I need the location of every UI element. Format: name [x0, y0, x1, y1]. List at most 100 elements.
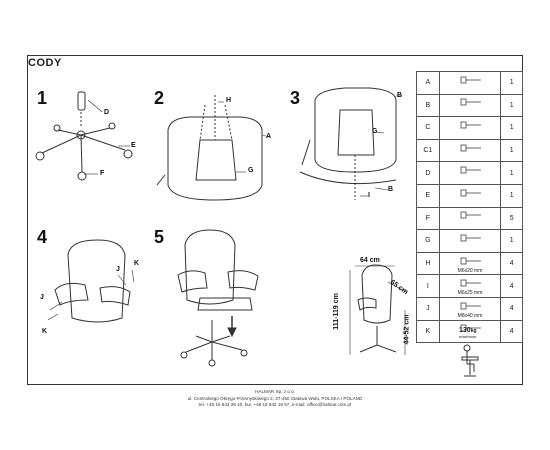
- step1-base-drawing: [35, 91, 133, 181]
- part-icon: [460, 144, 481, 151]
- part-quantity: 1: [500, 138, 523, 163]
- step5-chair-drawing: [177, 229, 259, 367]
- part-picture: M8x40 mm: [438, 296, 502, 321]
- dimension-chair-drawing: [349, 264, 407, 355]
- part-icon: [460, 76, 481, 84]
- part-size: M6x25 mm: [457, 290, 483, 297]
- part-picture: [438, 206, 502, 231]
- part-icon: [460, 279, 481, 287]
- product-title: CODY: [28, 57, 62, 69]
- callout-a: A: [266, 133, 272, 140]
- footer-company: HALMAR Sp. z o.o.: [255, 389, 295, 394]
- callout-f: F: [100, 170, 105, 177]
- dimension-seat-height: 44-52 cm: [403, 314, 411, 345]
- part-code: D: [416, 161, 440, 185]
- max-weight-value: 130: [459, 327, 471, 334]
- dimension-height: 111-119 cm: [332, 293, 340, 330]
- part-size: M6x20 mm: [457, 267, 483, 274]
- part-code: H: [416, 251, 440, 276]
- part-code: K: [416, 319, 440, 344]
- parts-row: H M6x20 mm 4: [416, 251, 523, 276]
- part-quantity: 1: [500, 93, 523, 118]
- part-quantity: 4: [500, 319, 523, 344]
- part-icon: [460, 189, 481, 197]
- part-icon: [460, 257, 481, 264]
- part-icon: [460, 234, 481, 242]
- callout-k-right: K: [134, 260, 140, 267]
- part-code: G: [416, 229, 440, 253]
- max-weight-unit: kg: [470, 328, 477, 334]
- step-number-4: 4: [37, 227, 48, 247]
- part-icon: [460, 302, 481, 310]
- part-quantity: 1: [500, 229, 523, 253]
- part-picture: M6x25 mm: [438, 274, 502, 298]
- parts-row: I M6x25 mm 4: [416, 274, 523, 298]
- parts-row: J M8x40 mm 4: [416, 296, 523, 321]
- part-picture: M6x20 mm: [438, 251, 502, 276]
- part-quantity: 1: [500, 183, 523, 208]
- callout-g: G: [248, 167, 254, 174]
- max-weight-note: maximum: [459, 334, 477, 339]
- part-icon: [460, 121, 481, 129]
- part-picture: [438, 229, 502, 253]
- step4-armrest-drawing: [47, 239, 135, 323]
- part-code: I: [416, 274, 440, 298]
- step-number-3: 3: [290, 88, 301, 108]
- footer-address: ul. Centralnego Okręgu Przemysłowego 2, …: [187, 395, 363, 401]
- part-code: E: [416, 183, 440, 208]
- callout-j-right: J: [116, 266, 120, 273]
- callout-b-bottom: B: [388, 186, 394, 193]
- callout-i: I: [368, 192, 370, 199]
- callout-d: D: [104, 109, 110, 116]
- part-icon: [460, 211, 481, 219]
- part-quantity: 1: [500, 161, 523, 185]
- part-picture: [438, 93, 502, 118]
- step-number-1: 1: [37, 88, 48, 108]
- part-picture: [438, 138, 502, 163]
- part-picture: [438, 183, 502, 208]
- part-quantity: 4: [500, 296, 523, 321]
- part-icon: [460, 98, 481, 106]
- callout-k-left: K: [42, 328, 48, 335]
- part-quantity: 4: [500, 251, 523, 276]
- part-code: C: [416, 116, 440, 140]
- step3-backrest-drawing: [299, 87, 402, 200]
- step2-seat-drawing: [156, 95, 271, 201]
- parts-row: C1 1: [416, 138, 523, 163]
- callout-h: H: [226, 97, 232, 104]
- weight-person-icon: [461, 344, 479, 377]
- part-code: C1: [416, 138, 440, 163]
- part-code: F: [416, 206, 440, 231]
- part-code: J: [416, 296, 440, 321]
- part-quantity: 5: [500, 206, 523, 231]
- dimension-width: 64 cm: [360, 257, 380, 264]
- part-picture: [438, 116, 502, 140]
- part-code: B: [416, 93, 440, 118]
- part-quantity: 4: [500, 274, 523, 298]
- instruction-sheet-frame: [27, 55, 523, 385]
- company-footer: HALMAR Sp. z o.o. ul. Centralnego Okręgu…: [0, 389, 550, 409]
- part-picture: [438, 71, 502, 95]
- part-icon: [460, 166, 481, 174]
- part-size: M8x40 mm: [457, 312, 483, 319]
- step-number-2: 2: [154, 88, 165, 108]
- part-code: A: [416, 71, 440, 95]
- footer-contact: tel. +48 15 843 28 10, fax. +48 15 842 1…: [198, 402, 352, 407]
- max-weight: 130kg maximum: [459, 327, 477, 339]
- step-number-5: 5: [154, 227, 165, 247]
- callout-e: E: [131, 142, 136, 149]
- part-picture: [438, 319, 502, 344]
- part-quantity: 1: [500, 71, 523, 95]
- callout-j-left: J: [40, 294, 44, 301]
- part-icon: [460, 324, 481, 332]
